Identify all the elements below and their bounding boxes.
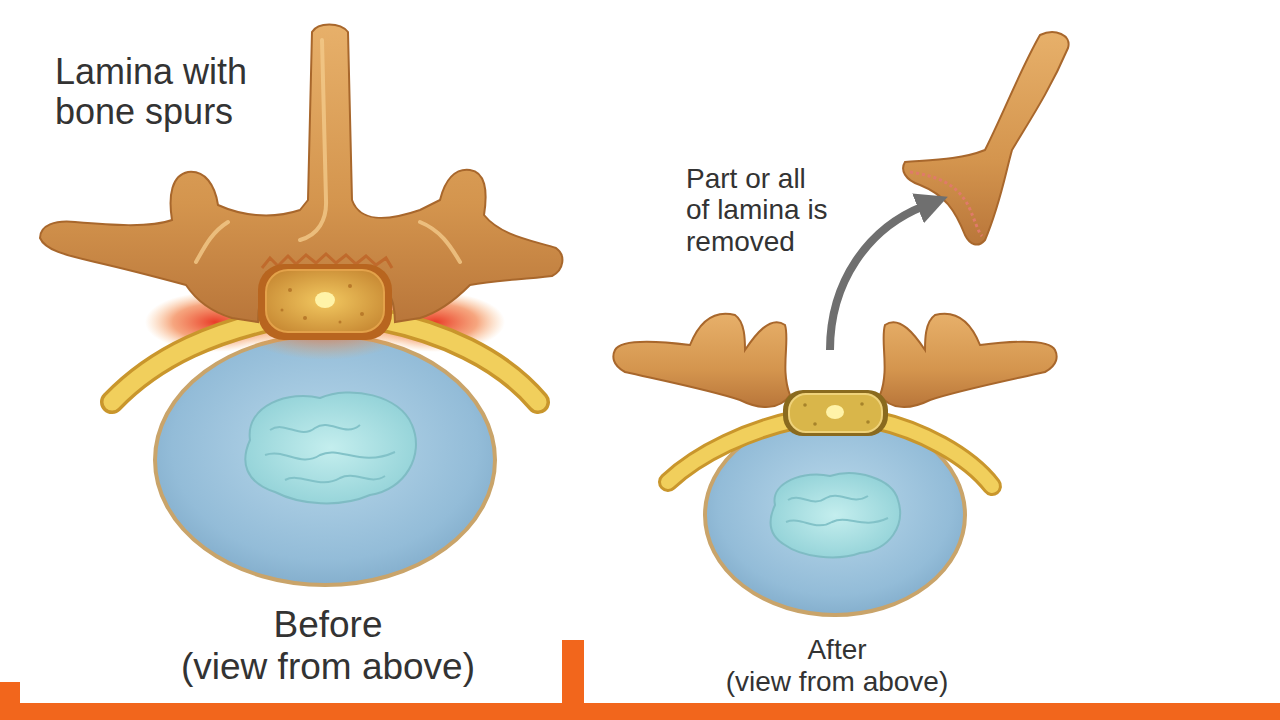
removal-arrow (830, 206, 924, 350)
remaining-facet (613, 314, 790, 407)
view-caption: (view from above) (726, 666, 949, 697)
central-canal (826, 405, 844, 419)
removed-lamina (903, 32, 1068, 244)
nerve-root (668, 420, 795, 482)
view-caption: (view from above) (181, 646, 475, 687)
footer-tab (562, 640, 584, 704)
spinal-canal (258, 264, 392, 340)
nerve-root (668, 420, 795, 482)
nerve-root (112, 320, 270, 402)
callout-label: Lamina with bone spurs (55, 52, 287, 133)
spinal-cord (789, 394, 882, 432)
nerve-root (112, 320, 270, 402)
footer-tab (0, 682, 20, 704)
callout-label: Part or all of lamina is removed (686, 163, 832, 257)
nucleus-pulposus (771, 473, 900, 557)
view-caption: After (807, 634, 866, 665)
nucleus-texture (265, 425, 395, 482)
cord-texture (803, 402, 870, 426)
cord-texture (281, 284, 365, 324)
remaining-facet (880, 314, 1057, 407)
intervertebral-disc (155, 335, 495, 585)
nerve-root (875, 420, 992, 486)
nerve-root (382, 320, 538, 402)
spinal-canal (783, 390, 888, 436)
spinal-cord (266, 270, 384, 332)
nerve-root (875, 420, 992, 486)
central-canal (315, 292, 335, 308)
view-caption: Before (273, 604, 382, 645)
footer-bar (0, 703, 1280, 720)
nucleus-texture (786, 496, 888, 526)
nerve-root (382, 320, 538, 402)
nucleus-pulposus (245, 392, 416, 503)
